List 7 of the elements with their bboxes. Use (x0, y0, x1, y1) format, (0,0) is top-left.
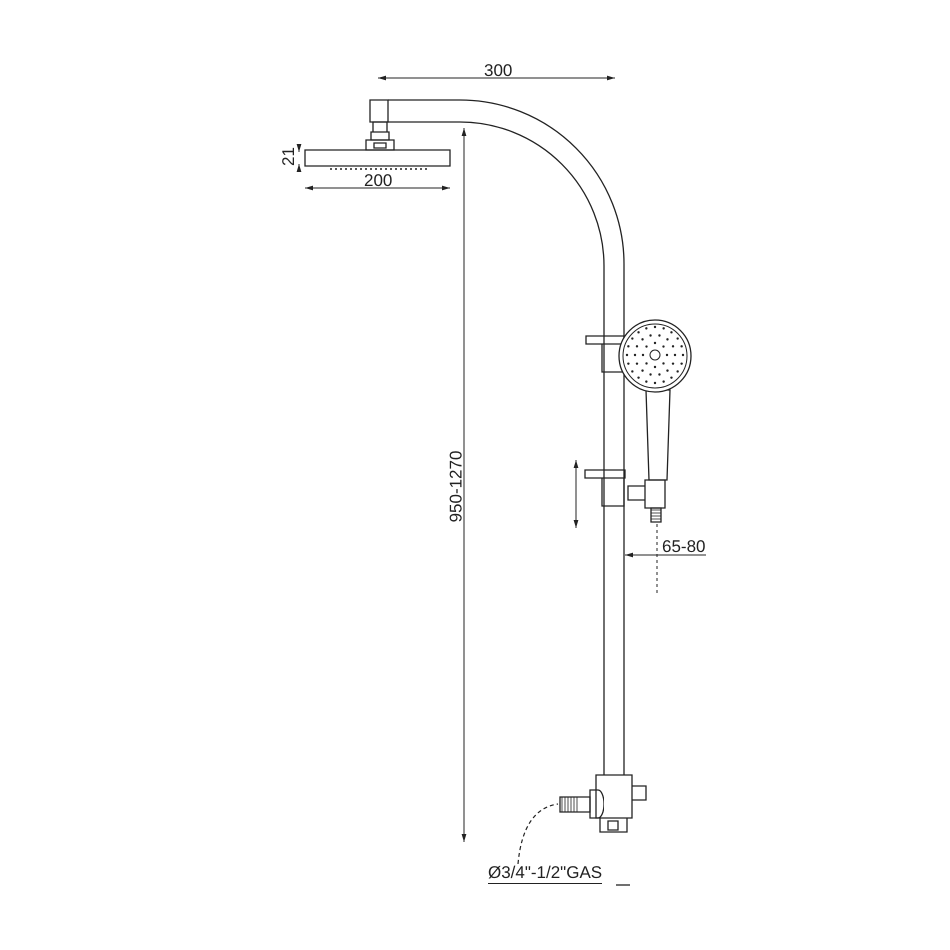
pipe-thread-label: Ø3/4"-1/2"GAS (488, 864, 602, 884)
dimension-label: 21 (280, 147, 297, 166)
dimension-label: 200 (364, 172, 392, 189)
dimension-label: 950-1270 (447, 450, 464, 522)
dimension-label: 65-80 (662, 538, 706, 555)
dimension-label: 300 (484, 62, 512, 79)
inlet-connector-drawing (558, 788, 604, 820)
